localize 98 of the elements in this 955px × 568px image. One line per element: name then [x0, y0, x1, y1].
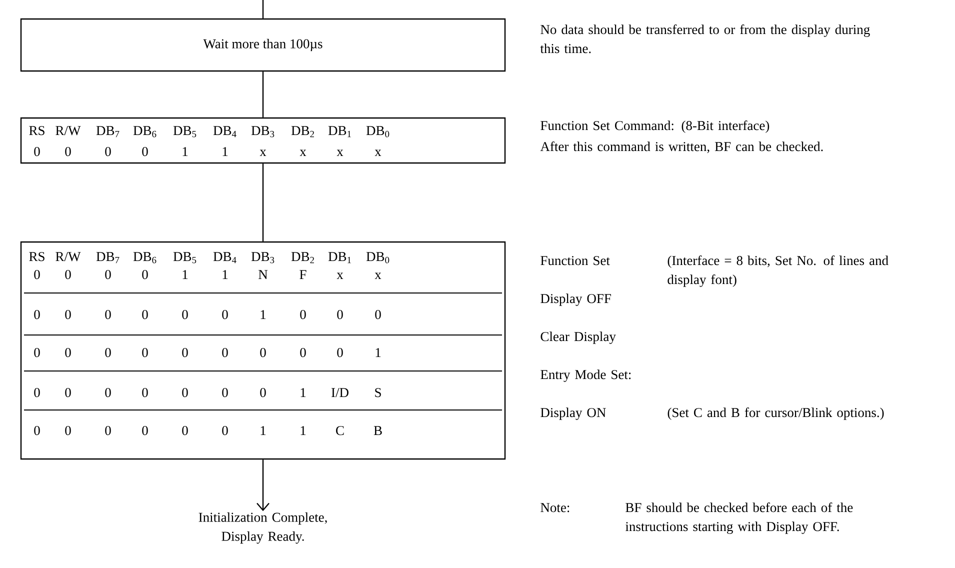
bit-label: RS — [29, 126, 44, 136]
bit-value: 0 — [142, 426, 148, 436]
bit-value: x — [336, 150, 344, 156]
connector-line — [262, 0, 264, 18]
bit-value: 1 — [300, 388, 306, 397]
bit-value: 0 — [222, 426, 228, 436]
connector-line — [262, 72, 264, 118]
bit-value: x — [374, 272, 382, 279]
note-text: Note: — [540, 503, 570, 512]
bit-value: 0 — [222, 388, 228, 398]
bit-value: 0 — [34, 348, 40, 358]
bit-value: 0 — [300, 310, 306, 320]
bit-value: 0 — [182, 348, 188, 358]
bit-value: x — [300, 150, 306, 156]
bit-value: 0 — [34, 147, 40, 156]
bit-value: 0 — [222, 310, 228, 320]
bit-label: DB$_{6}$ — [133, 126, 156, 138]
bit-value: 0 — [105, 310, 111, 320]
bit-label: R/W — [56, 252, 81, 262]
bit-value: 1 — [182, 270, 188, 279]
bit-label: DB$_{5}$ — [173, 252, 196, 264]
bit-value: 0 — [65, 270, 71, 280]
bit-value: 0 — [65, 348, 71, 358]
note-text: (Interface = 8 bits, Set No. of lines and display font) — [668, 256, 888, 287]
bit-label: DB$_{1}$ — [328, 252, 351, 264]
bit-label: DB$_{6}$ — [133, 252, 156, 264]
note-text: After this command is written, BF can be checked. — [540, 142, 823, 154]
bit-value: F — [300, 270, 306, 279]
bit-value: 0 — [260, 388, 266, 398]
note-text: Clear Display — [540, 332, 616, 344]
bit-value: 0 — [105, 388, 111, 398]
bit-value: 0 — [65, 310, 71, 320]
bit-label: DB$_{2}$ — [291, 126, 314, 138]
bit-value: x — [260, 150, 266, 156]
bit-value: 1 — [300, 426, 306, 435]
bit-value: 0 — [105, 270, 111, 280]
end-text: Initialization Complete, Display Ready. — [198, 512, 327, 544]
bit-label: DB$_{1}$ — [328, 126, 351, 138]
bit-value: 1 — [222, 270, 228, 279]
bit-value: 0 — [105, 348, 111, 358]
bit-label: R/W — [56, 126, 81, 136]
bit-label: DB$_{2}$ — [291, 252, 314, 264]
bit-label: DB$_{0}$ — [366, 126, 390, 138]
bit-label: DB$_{0}$ — [366, 252, 390, 264]
bit-value: S — [375, 388, 381, 398]
note-text: No data should be transferred to or from the display during this time. — [540, 24, 870, 54]
bit-value: 0 — [105, 147, 111, 156]
note-text: BF should be checked before each of the instructions starting with Display OFF. — [626, 502, 853, 534]
bit-label: DB$_{5}$ — [173, 126, 196, 138]
note-text: Display OFF — [540, 294, 611, 306]
bit-value: B — [374, 426, 382, 436]
note-text: Function Set Command: (8-Bit interface) — [540, 120, 770, 133]
bit-value: 0 — [337, 348, 343, 358]
bit-value: 0 — [34, 310, 40, 320]
bit-value: 0 — [260, 348, 266, 358]
bit-value: N — [258, 270, 268, 279]
arrow — [256, 460, 270, 512]
bit-label: RS — [29, 252, 44, 262]
note-text: Function Set — [540, 256, 610, 266]
bit-label: DB$_{4}$ — [213, 126, 236, 138]
bit-value: 0 — [34, 388, 40, 398]
bit-label: DB$_{7}$ — [96, 126, 120, 138]
bit-value: 1 — [376, 348, 381, 357]
bit-value: 0 — [337, 310, 343, 320]
bit-value: I/D — [332, 388, 348, 398]
bit-value: 0 — [182, 310, 188, 320]
note-text: (Set C and B for cursor/Blink options.) — [668, 408, 884, 420]
bit-value: 1 — [260, 310, 266, 319]
bit-label: DB$_{3}$ — [251, 126, 274, 138]
bit-value: 0 — [142, 310, 148, 320]
bit-value: 0 — [142, 147, 148, 156]
connector-line — [262, 164, 264, 242]
bit-label: DB$_{4}$ — [213, 252, 236, 264]
note-text: Display ON — [540, 408, 606, 420]
bit-value: 0 — [142, 348, 148, 358]
note-text: Entry Mode Set: — [540, 370, 631, 382]
bit-value: x — [336, 272, 344, 279]
bit-value: 0 — [105, 426, 111, 436]
bit-value: 0 — [182, 426, 188, 436]
bit-label: DB$_{3}$ — [251, 252, 274, 264]
bit-value: 1 — [260, 426, 266, 435]
wait-box: Wait more than 100µs — [20, 18, 506, 72]
bit-value: 1 — [182, 147, 188, 156]
bit-value: 0 — [375, 310, 381, 320]
bit-value: C — [336, 426, 344, 436]
bit-value: 0 — [65, 426, 71, 436]
bit-value: x — [374, 150, 382, 156]
bit-value: 0 — [142, 270, 148, 280]
bit-value: 0 — [34, 270, 40, 280]
bit-value: 0 — [142, 388, 148, 398]
bit-value: 1 — [222, 147, 228, 156]
bit-value: 0 — [300, 348, 306, 358]
bit-value: 0 — [182, 388, 188, 398]
bit-value: 0 — [34, 426, 40, 436]
bit-value: 0 — [65, 388, 71, 398]
bit-value: 0 — [65, 147, 71, 156]
bit-value: 0 — [222, 348, 228, 358]
bit-label: DB$_{7}$ — [96, 252, 120, 264]
